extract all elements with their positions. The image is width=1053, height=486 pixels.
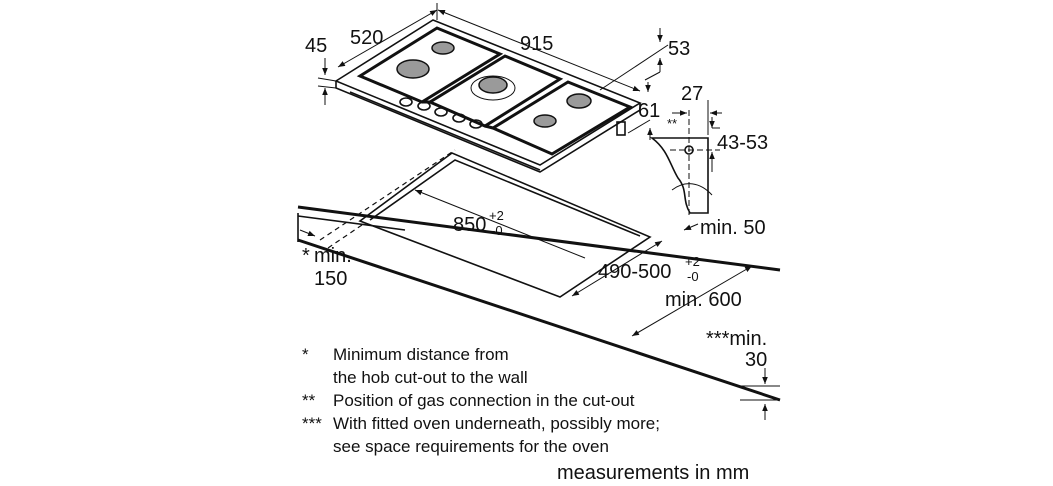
note-line: Position of gas connection in the cut-ou… (333, 391, 635, 410)
control-knobs (399, 97, 483, 129)
tol-minus: -0 (491, 223, 503, 238)
dim-gas-offset: 27 (681, 83, 703, 105)
cutout (358, 152, 652, 298)
gas-connector (616, 121, 626, 136)
dim-hob-height: 45 (305, 35, 327, 57)
note-line: the hob cut-out to the wall (333, 368, 528, 387)
dim-side-offset: 61 (638, 100, 660, 122)
oven-min-label: ***min. (706, 328, 767, 350)
wall-min-prefix: * (302, 245, 310, 267)
burner-small-back (431, 41, 455, 55)
burner-large-left (396, 59, 430, 79)
burner-right-back (566, 93, 592, 109)
dim-hob-width: 915 (520, 33, 553, 55)
note-mark: * (302, 345, 309, 364)
note-mark: *** (302, 414, 322, 433)
oven-min-value: 30 (745, 349, 767, 371)
gas-marker: ** (667, 116, 677, 131)
wall-min-value: 150 (314, 268, 347, 290)
dim-front-min: min. 50 (700, 217, 766, 239)
units-caption: measurements in mm (557, 462, 750, 484)
dim-cutout-width: 850 (453, 214, 486, 236)
tol-plus: +2 (685, 254, 700, 269)
tol-plus: +2 (489, 208, 504, 223)
dim-top-clearance: 53 (668, 38, 690, 60)
burner-right-front (533, 114, 557, 128)
dim-counter-min: min. 600 (665, 289, 742, 311)
tol-minus: -0 (687, 269, 699, 284)
wall-min-label: min. (314, 245, 352, 267)
burner-wok (478, 76, 508, 94)
note-line: see space requirements for the oven (333, 437, 609, 456)
gas-connection-detail (649, 100, 722, 215)
note-line: With fitted oven underneath, possibly mo… (333, 414, 660, 433)
note-line: Minimum distance from (333, 345, 509, 364)
dim-cutout-depth: 490-500 (598, 261, 671, 283)
countertop (297, 149, 781, 402)
dim-hob-depth: 520 (350, 27, 383, 49)
dim-gas-height: 43-53 (717, 132, 768, 154)
note-mark: ** (302, 391, 316, 410)
